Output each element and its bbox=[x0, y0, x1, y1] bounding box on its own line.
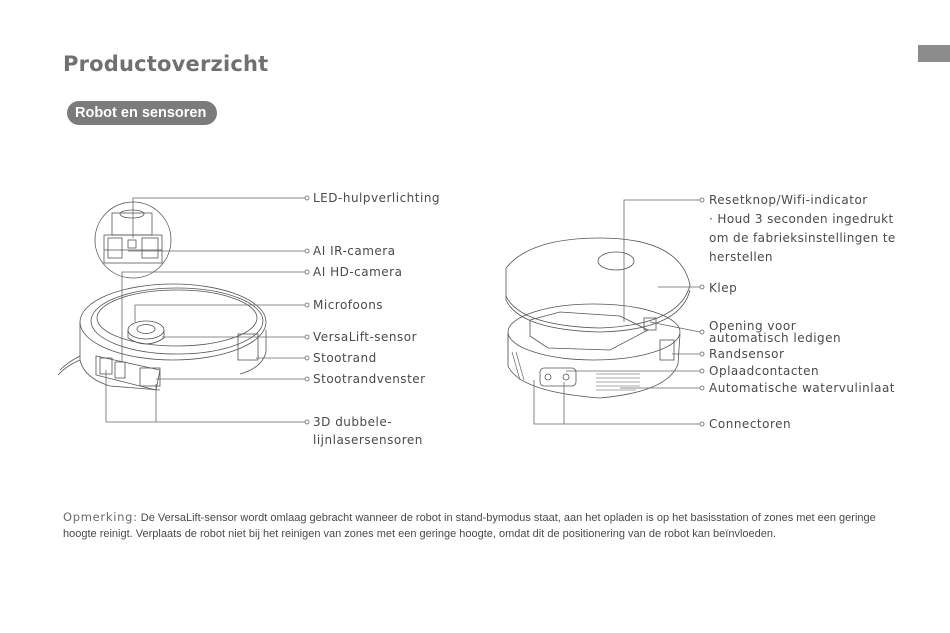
callout-bumper: Stootrand bbox=[313, 351, 377, 365]
callout-ir-camera: AI IR-camera bbox=[313, 244, 396, 258]
left-leader-lines bbox=[105, 197, 305, 423]
callout-charging-contacts: Oplaadcontacten bbox=[709, 364, 820, 378]
right-leader-lines bbox=[507, 199, 701, 425]
right-callout-dots bbox=[699, 197, 705, 427]
page-title: Productoverzicht bbox=[63, 52, 269, 76]
callout-led-light: LED-hulpverlichting bbox=[313, 191, 441, 205]
callout-edge-sensor: Randsensor bbox=[709, 347, 785, 361]
robot-exploded-view-drawing bbox=[505, 237, 691, 399]
callout-water-inlet: Automatische watervulinlaat bbox=[709, 381, 896, 395]
footnote-label: Opmerking: bbox=[63, 510, 138, 524]
footnote-text: De VersaLift-sensor wordt omlaag gebrach… bbox=[63, 512, 876, 540]
callout-connectors: Connectoren bbox=[709, 417, 792, 431]
callout-reset-button: Resetknop/Wifi-indicator bbox=[709, 193, 868, 207]
callout-hd-camera: AI HD-camera bbox=[313, 265, 403, 279]
callout-versalift-sensor: VersaLift-sensor bbox=[313, 330, 418, 344]
reset-instruction-note: · Houd 3 seconden ingedrukt om de fabrie… bbox=[709, 212, 896, 264]
callout-auto-empty-port: Opening voor automatisch ledigen bbox=[709, 319, 842, 345]
page-tab-marker bbox=[918, 45, 950, 62]
robot-top-view-drawing bbox=[57, 201, 267, 391]
callout-bumper-window: Stootrandvenster bbox=[313, 372, 426, 386]
footnote: Opmerking: De VersaLift-sensor wordt oml… bbox=[63, 509, 908, 542]
left-callout-dots bbox=[304, 195, 310, 425]
section-label: Robot en sensoren bbox=[67, 101, 217, 125]
callout-microphones: Microfoons bbox=[313, 298, 384, 312]
callout-laser-sensors: 3D dubbele-lijnlasersensoren bbox=[313, 415, 423, 447]
callout-lid: Klep bbox=[709, 281, 738, 295]
